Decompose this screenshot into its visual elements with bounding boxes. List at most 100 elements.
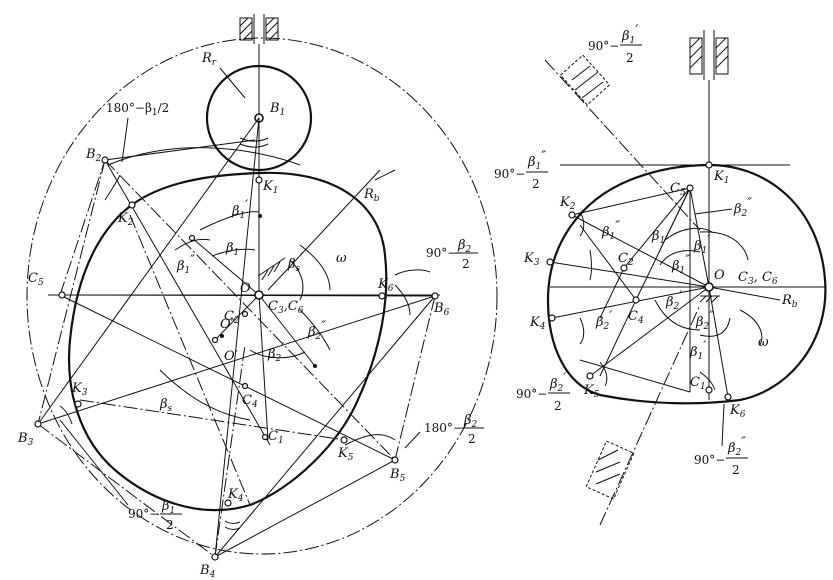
right-label-beta1: β1 bbox=[651, 229, 665, 246]
left-pivot-hatch bbox=[257, 257, 286, 281]
left-arc-b2-tick bbox=[104, 174, 121, 201]
right-label-K4: K4 bbox=[529, 315, 546, 332]
svg-text:β2: β2 bbox=[457, 238, 472, 255]
left-label-B5: B5 bbox=[389, 467, 406, 484]
svg-text:2: 2 bbox=[554, 399, 562, 413]
left-points bbox=[34, 156, 439, 561]
left-arc-b3 bbox=[59, 405, 73, 425]
left-outer-circle bbox=[26, 37, 498, 555]
right-label-K6: K6 bbox=[729, 403, 746, 420]
right-arc-k6 bbox=[699, 371, 716, 391]
left-label-B6: B6 bbox=[433, 301, 450, 318]
left-angle-90-beta1-half: 90°− β1 2 bbox=[128, 499, 182, 532]
svg-text:90°−: 90°− bbox=[694, 453, 725, 467]
left-label-K4: K4 bbox=[227, 487, 244, 504]
right-arc-beta2pp bbox=[699, 231, 749, 261]
svg-text:2: 2 bbox=[626, 51, 634, 65]
left-label-betas: βs bbox=[159, 397, 173, 414]
left-label-O: O bbox=[240, 281, 251, 296]
right-arc-beta1 bbox=[664, 227, 713, 241]
right-label-K3: K3 bbox=[523, 251, 540, 268]
left-angle-180-beta1-half: 180°−β1/2 bbox=[106, 101, 169, 118]
svg-text:90°−: 90°− bbox=[516, 387, 547, 401]
right-angle-k4: 90°− β2′ 2 bbox=[516, 371, 570, 413]
left-label-beta1: β1 bbox=[225, 241, 239, 258]
right-label-omega: ω bbox=[758, 335, 769, 350]
left-label-B3: B3 bbox=[17, 431, 34, 448]
svg-text:β2″: β2″ bbox=[727, 435, 746, 458]
svg-text:90°−: 90°− bbox=[426, 246, 457, 260]
left-construction-lines bbox=[37, 117, 436, 558]
right-label-beta1pp2: β1″ bbox=[671, 253, 690, 276]
left-label-K6: K6 bbox=[377, 277, 394, 294]
left-arc-beta1pp bbox=[174, 238, 211, 251]
right-arc-k5 bbox=[599, 361, 608, 387]
right-label-C2: C2 bbox=[618, 251, 634, 268]
left-label-beta1p: β1′ bbox=[231, 198, 248, 221]
right-label-beta2pp: β2″ bbox=[733, 196, 752, 219]
left-rb-line bbox=[267, 169, 381, 291]
right-label-C4: C4 bbox=[628, 309, 644, 326]
left-label-O2: O″ bbox=[220, 317, 236, 332]
left-arc-beta2pp bbox=[299, 309, 331, 351]
svg-text:β1′: β1′ bbox=[621, 23, 638, 46]
left-label-K3: K3 bbox=[71, 381, 88, 398]
right-labels: 90°− β1′ 2 90°− β1″ 2 K1 K2 K3 K4 K5 K6 … bbox=[494, 23, 798, 477]
right-cam-profile bbox=[546, 163, 827, 405]
left-label-K1: K1 bbox=[262, 179, 278, 196]
left-arc-beta1 bbox=[211, 248, 256, 257]
left-arc-b4b bbox=[224, 520, 241, 524]
left-arc-beta2p bbox=[249, 349, 306, 359]
left-arc-omega bbox=[299, 244, 331, 291]
left-label-C5: C5 bbox=[28, 271, 44, 288]
left-follower-guide bbox=[239, 14, 279, 118]
right-label-C3C6: C3, C6 bbox=[738, 270, 778, 287]
right-arc-omega bbox=[739, 309, 763, 346]
svg-text:90°−: 90°− bbox=[588, 39, 619, 53]
right-label-K5: K5 bbox=[583, 383, 600, 400]
left-label-O1: O′ bbox=[224, 349, 238, 364]
left-angle-180-beta2-half: 180°− β2 2 bbox=[424, 413, 484, 446]
left-arc-b5 bbox=[344, 434, 396, 446]
left-arc-betasp bbox=[289, 259, 304, 301]
svg-text:β2: β2 bbox=[463, 413, 478, 430]
svg-text:90°−: 90°− bbox=[128, 507, 159, 521]
right-label-beta1p: β1′ bbox=[693, 233, 710, 256]
right-label-C5: C5 bbox=[670, 181, 686, 198]
right-pivot-hatch bbox=[699, 295, 720, 303]
right-follower-guide bbox=[689, 30, 729, 165]
right-construction-lines bbox=[549, 187, 781, 398]
svg-text:2: 2 bbox=[468, 432, 476, 446]
left-arc-b1 bbox=[239, 137, 269, 142]
left-label-beta2pp: β2″ bbox=[307, 319, 326, 342]
right-arc-k2 bbox=[579, 211, 585, 237]
svg-text:180°−: 180°− bbox=[424, 421, 463, 435]
left-label-Rb: Rb bbox=[363, 187, 380, 204]
svg-text:β1″: β1″ bbox=[527, 149, 546, 172]
right-label-C1: C1 bbox=[690, 375, 706, 392]
left-arc-b4 bbox=[224, 526, 241, 530]
left-label-K5: K5 bbox=[337, 446, 354, 463]
left-label-betasp: βs′ bbox=[287, 251, 303, 274]
right-angle-top: 90°− β1′ 2 bbox=[588, 23, 642, 65]
svg-text:β1: β1 bbox=[161, 499, 175, 516]
left-labels: Rr B1 B2 B3 B4 B5 B6 K1 K2 K3 K4 K5 K6 C… bbox=[17, 51, 484, 580]
right-arc-beta2pp2 bbox=[699, 317, 731, 337]
right-arc-k3 bbox=[589, 249, 592, 281]
left-label-K2: K2 bbox=[117, 211, 134, 228]
svg-text:β2′: β2′ bbox=[549, 371, 566, 394]
right-label-K1: K1 bbox=[713, 169, 729, 186]
left-label-C1: C1 bbox=[268, 429, 284, 446]
right-arc-beta1pp bbox=[659, 250, 701, 266]
left-arc-b2 bbox=[107, 147, 301, 166]
right-label-beta2p: β2′ bbox=[665, 289, 682, 312]
right-arc-beta2p bbox=[654, 299, 701, 331]
left-label-C2: C2 bbox=[224, 309, 240, 326]
left-angle-90-beta2-half: 90°− β2 2 bbox=[426, 238, 478, 271]
left-label-C4: C4 bbox=[242, 393, 258, 410]
left-rb-arrow bbox=[374, 169, 396, 181]
right-label-beta2pp2: β2″ bbox=[695, 309, 714, 332]
svg-text:2: 2 bbox=[732, 463, 740, 477]
left-arc-betas bbox=[159, 369, 251, 421]
